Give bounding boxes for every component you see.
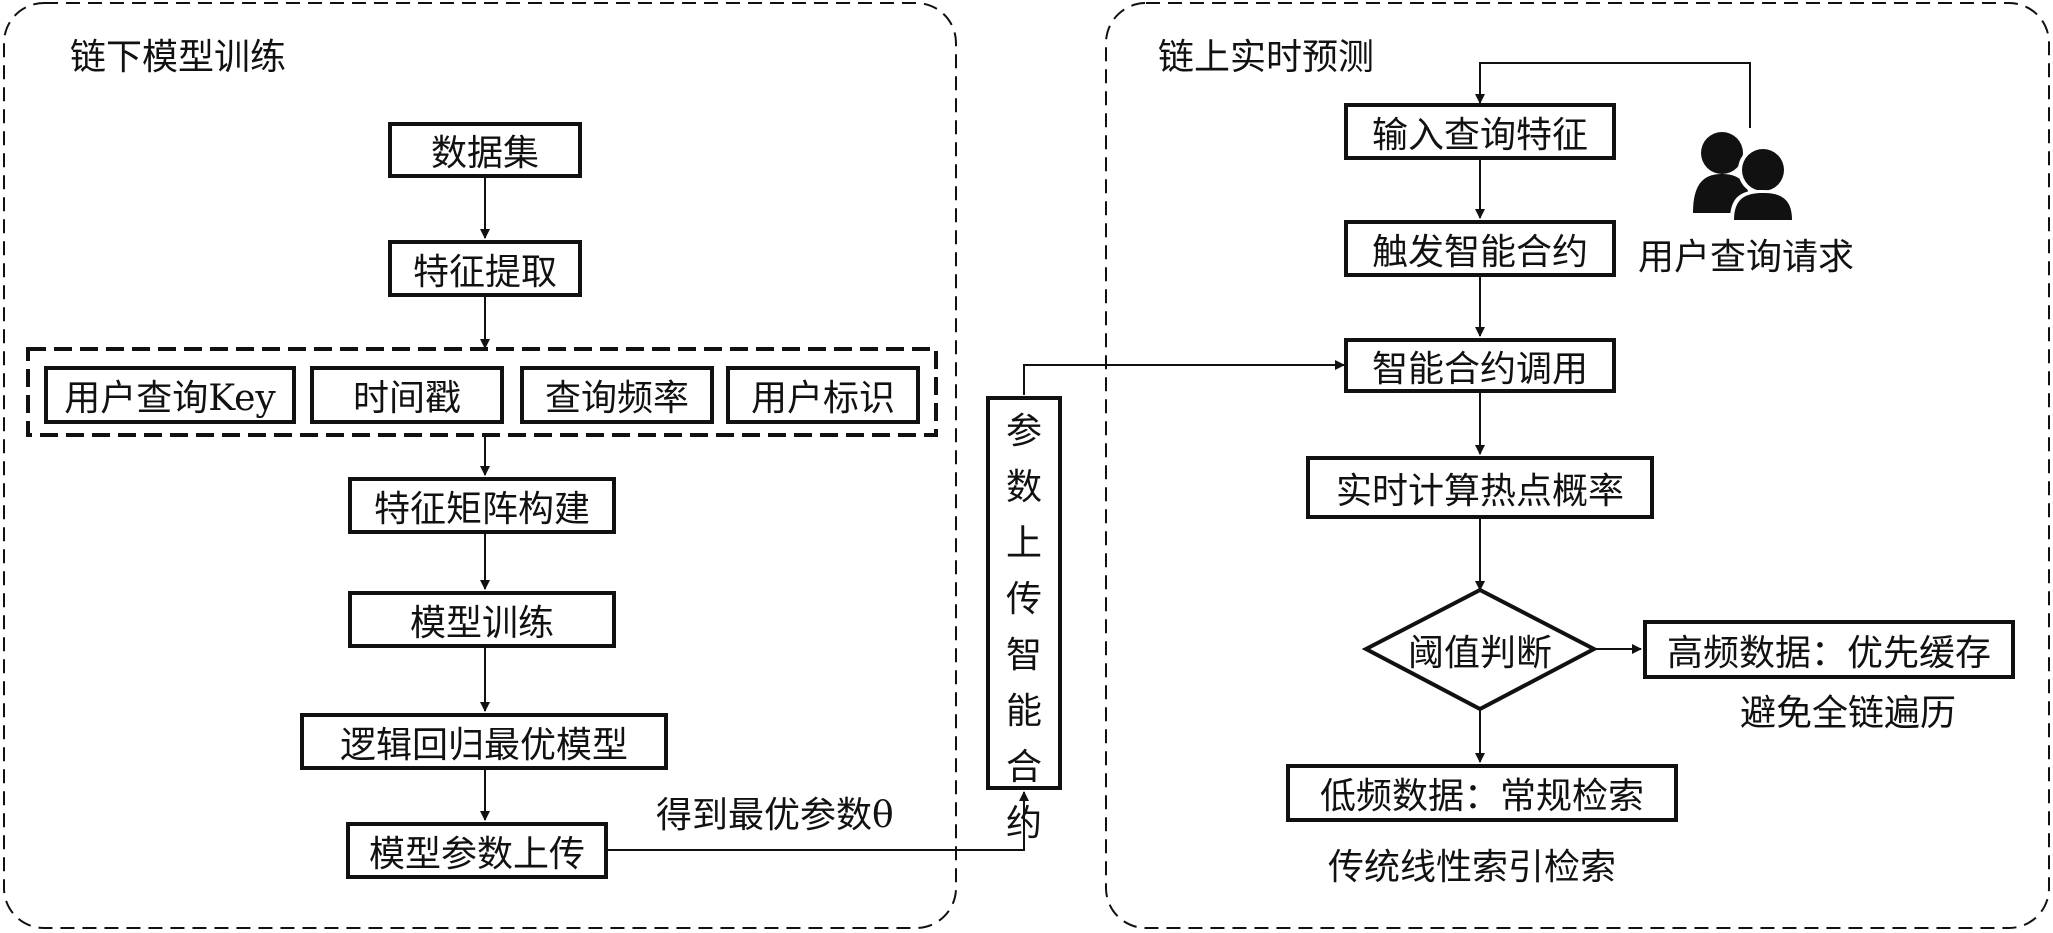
dataset-label: 数据集 xyxy=(430,133,539,174)
low-freq-label: 低频数据：常规检索 xyxy=(1319,776,1644,817)
feature-extraction-label: 特征提取 xyxy=(412,251,557,293)
onchain-section-title: 链上实时预测 xyxy=(1158,37,1375,78)
realtime-calc-box: 实时计算热点概率 xyxy=(1306,456,1654,519)
contract-call-box: 智能合约调用 xyxy=(1344,338,1616,393)
best-model-label: 逻辑回归最优模型 xyxy=(339,724,628,766)
matrix-build-box: 特征矩阵构建 xyxy=(348,477,616,534)
contract-call-label: 智能合约调用 xyxy=(1371,348,1588,390)
contract-upload-box: 参 数 上 传 智 能 合 约 xyxy=(986,396,1062,844)
feature-extraction-box: 特征提取 xyxy=(388,240,582,297)
model-training-label: 模型训练 xyxy=(409,602,554,644)
feature-label-timestamp: 时间戳 xyxy=(352,378,461,419)
model-training-box: 模型训练 xyxy=(348,591,616,648)
input-features-box: 输入查询特征 xyxy=(1344,103,1616,160)
contract-upload-char: 参 xyxy=(1005,411,1042,452)
arrow-upload-to-contract xyxy=(608,791,1029,851)
contract-upload-char: 合 xyxy=(1005,747,1042,788)
trigger-contract-box: 触发智能合约 xyxy=(1344,220,1616,277)
input-features-label: 输入查询特征 xyxy=(1371,114,1588,156)
feature-box-query-key: 用户查询Key xyxy=(44,366,296,424)
high-freq-box: 高频数据：优先缓存 xyxy=(1643,620,2015,679)
contract-upload-char: 上 xyxy=(1005,523,1042,564)
trigger-contract-label: 触发智能合约 xyxy=(1371,231,1588,273)
threshold-diamond xyxy=(1361,587,1599,712)
avoid-traversal-label: 避免全链遍历 xyxy=(1740,693,1957,734)
dataset-box: 数据集 xyxy=(388,122,582,178)
user-group-icon xyxy=(1693,132,1796,220)
param-upload-box: 模型参数上传 xyxy=(346,822,608,879)
contract-upload-char: 智 xyxy=(1005,635,1042,676)
arrow-contract-to-call xyxy=(1023,360,1345,395)
contract-upload-text: 参 数 上 传 智 能 合 约 xyxy=(994,404,1054,852)
contract-upload-char: 能 xyxy=(1005,691,1042,732)
high-freq-label: 高频数据：优先缓存 xyxy=(1666,632,1991,674)
contract-upload-char: 数 xyxy=(1005,467,1042,508)
features-group-frame xyxy=(26,347,938,437)
feature-box-user-id: 用户标识 xyxy=(726,366,920,424)
contract-upload-char: 传 xyxy=(1005,579,1042,620)
realtime-calc-label: 实时计算热点概率 xyxy=(1335,470,1624,512)
contract-upload-char: 约 xyxy=(1005,803,1042,844)
optimal-params-label: 得到最优参数θ xyxy=(656,795,894,836)
offchain-section-frame xyxy=(3,2,957,929)
feature-box-query-frequency: 查询频率 xyxy=(520,366,714,424)
feature-box-timestamp: 时间戳 xyxy=(310,366,504,424)
feature-label-query-key: 用户查询Key xyxy=(64,378,276,419)
feature-label-query-frequency: 查询频率 xyxy=(544,378,689,419)
traditional-search-label: 传统线性索引检索 xyxy=(1328,847,1617,888)
matrix-build-label: 特征矩阵构建 xyxy=(373,488,590,530)
user-request-label: 用户查询请求 xyxy=(1638,237,1855,278)
onchain-section-frame xyxy=(1105,2,2050,929)
feature-label-user-id: 用户标识 xyxy=(750,378,895,419)
param-upload-label: 模型参数上传 xyxy=(368,833,585,875)
threshold-label: 阈值判断 xyxy=(1407,633,1552,674)
offchain-section-title: 链下模型训练 xyxy=(70,37,287,78)
best-model-box: 逻辑回归最优模型 xyxy=(300,713,668,770)
arrow-user-to-input xyxy=(1475,62,1751,128)
low-freq-box: 低频数据：常规检索 xyxy=(1286,764,1678,822)
